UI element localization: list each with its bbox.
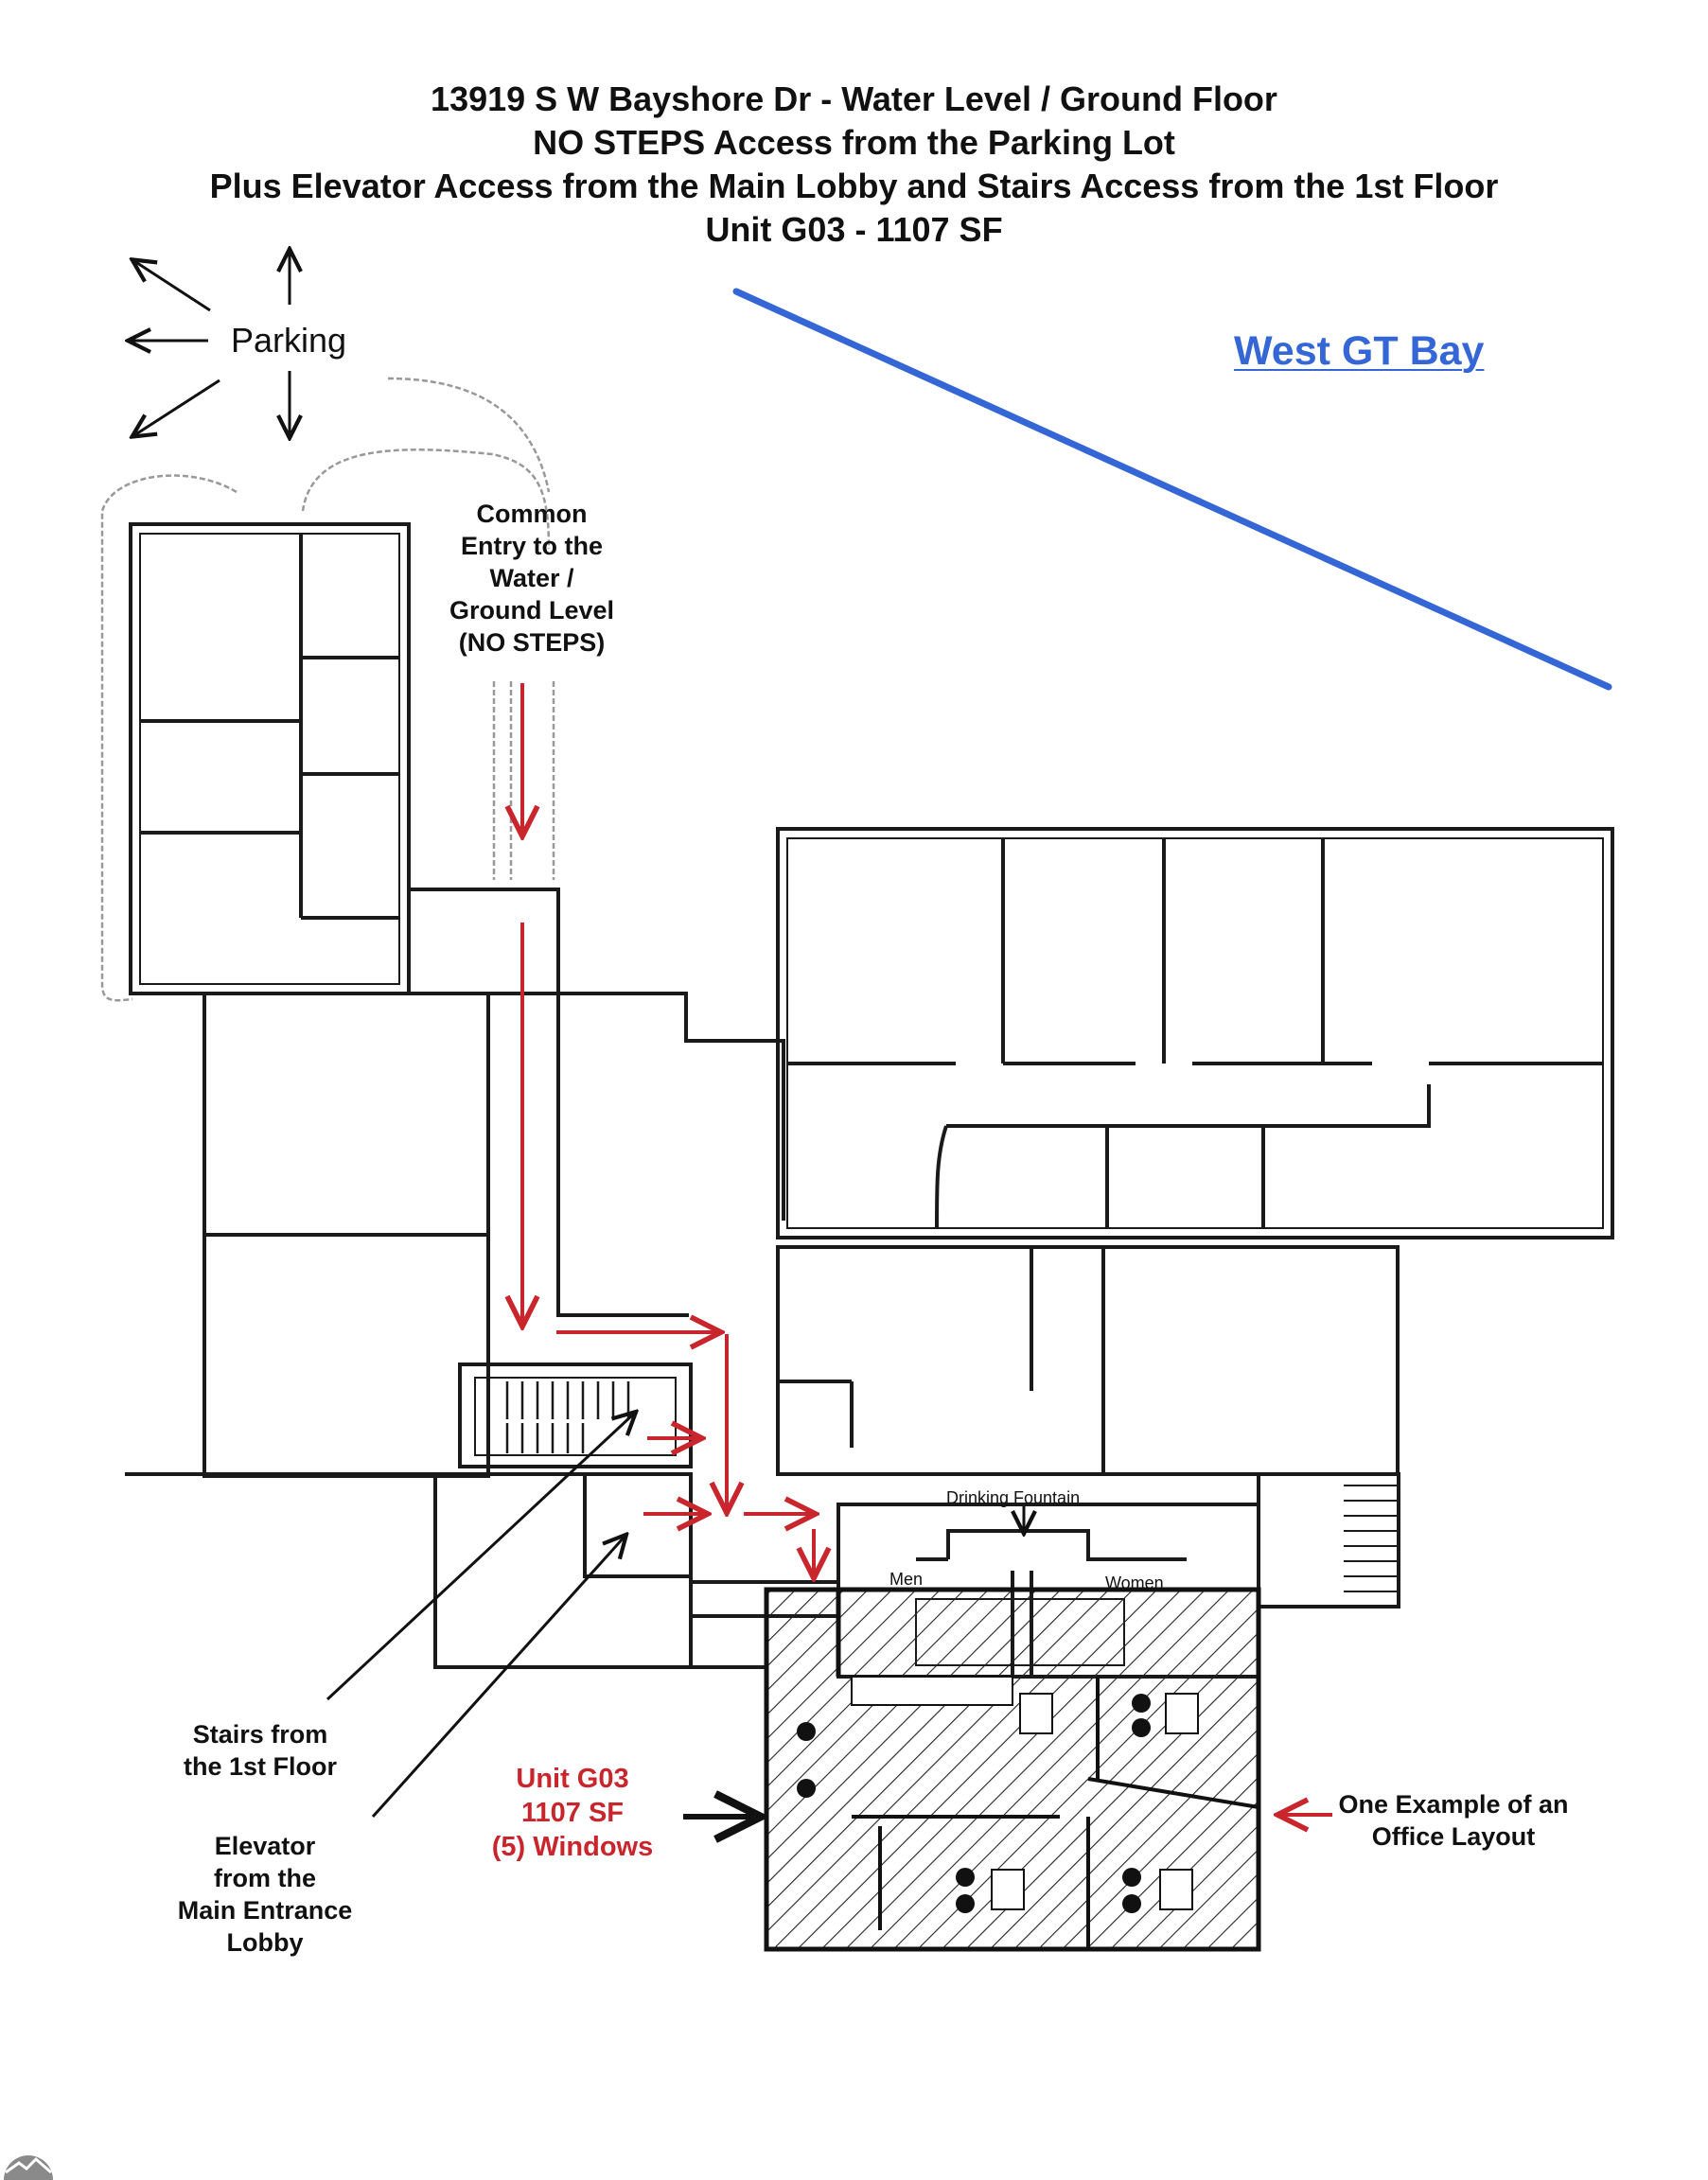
parking-arrows [131, 252, 290, 435]
title-line-2: NO STEPS Access from the Parking Lot [533, 123, 1175, 162]
title-line-3: Plus Elevator Access from the Main Lobby… [209, 167, 1499, 205]
office-layout-label: One Example of an Office Layout [1338, 1790, 1569, 1851]
common-entry-label: Common Entry to the Water / Ground Level… [449, 500, 615, 657]
stair-treads [505, 1381, 630, 1453]
parking-label: Parking [231, 321, 347, 360]
page-title: 13919 S W Bayshore Dr - Water Level / Gr… [0, 78, 1708, 252]
access-route-arrows [522, 683, 1332, 1815]
unit-g03-area [764, 1587, 1261, 1952]
elevator-label: Elevator from the Main Entrance Lobby [177, 1832, 353, 1957]
drinking-fountain-label: Drinking Fountain [946, 1488, 1081, 1507]
building-walls [125, 522, 1614, 1679]
unit-g03-label: Unit G03 1107 SF (5) Windows [491, 1764, 654, 1862]
men-restroom-label: Men [889, 1570, 924, 1589]
stairs-label: Stairs from the 1st Floor [183, 1720, 337, 1781]
title-line-4: Unit G03 - 1107 SF [705, 210, 1003, 249]
bay-label: West GT Bay [1234, 328, 1485, 374]
corner-logo [4, 2155, 53, 2180]
walkway-outlines [100, 377, 555, 1002]
bay-shore-line [732, 288, 1612, 691]
callout-arrows [326, 1414, 1024, 1819]
women-restroom-label: Women [1105, 1573, 1164, 1592]
title-line-1: 13919 S W Bayshore Dr - Water Level / Gr… [431, 79, 1277, 118]
